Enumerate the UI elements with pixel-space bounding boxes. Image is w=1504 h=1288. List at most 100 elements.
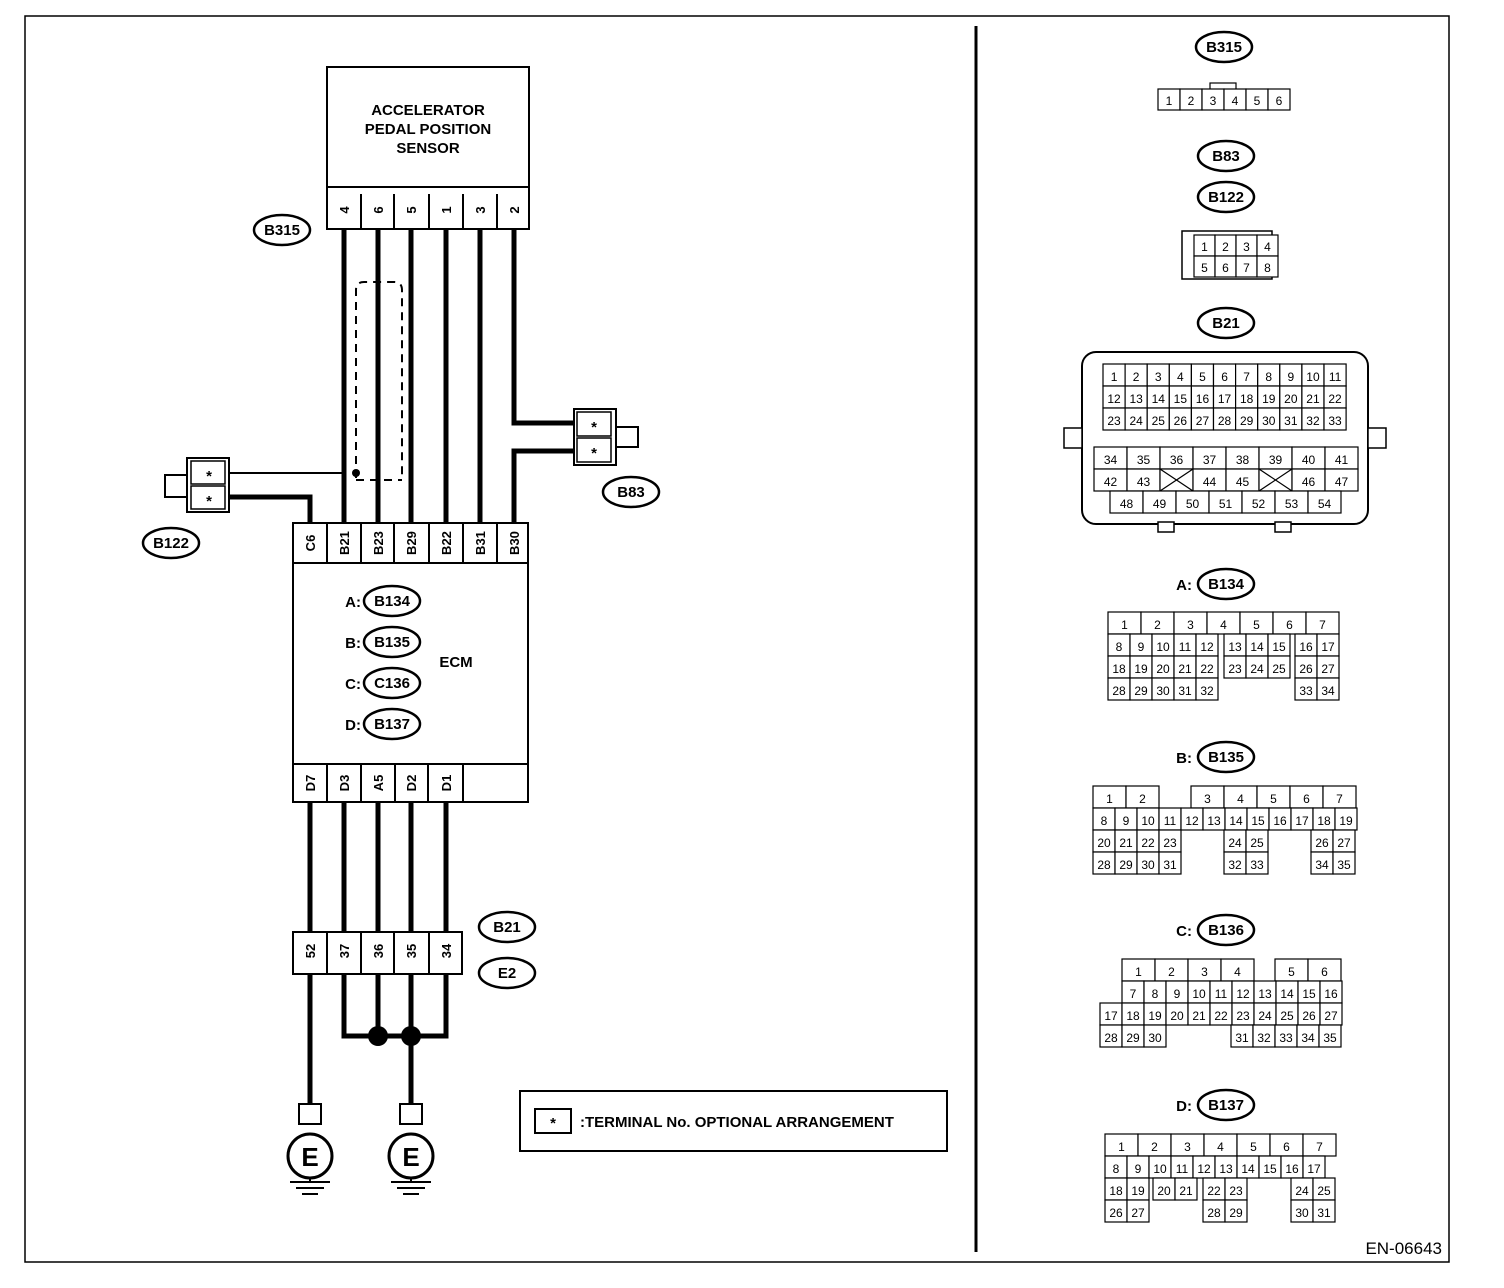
- b-pin-25: 25: [1250, 836, 1264, 850]
- b21-pin-38: 38: [1236, 453, 1250, 467]
- sensor-pin-4: 4: [337, 206, 352, 214]
- ecm-pin-d2: D2: [404, 775, 419, 792]
- b21-pin-49: 49: [1153, 497, 1167, 511]
- b-pin-2: 2: [1139, 792, 1146, 806]
- b21-pin-47: 47: [1335, 475, 1349, 489]
- c-pin-20: 20: [1170, 1009, 1184, 1023]
- b315-pin-4: 4: [1232, 94, 1239, 108]
- b21-pin-22: 22: [1328, 392, 1342, 406]
- ground-label-1: E: [301, 1142, 318, 1172]
- tag-b315: B315: [252, 213, 312, 247]
- b315-pin-5: 5: [1254, 94, 1261, 108]
- b-pin-17: 17: [1295, 814, 1309, 828]
- ecm-label: ECM: [439, 654, 472, 671]
- ecm-pin-b30: B30: [507, 531, 522, 555]
- b21-pin-23: 23: [1107, 414, 1121, 428]
- d-pin-3: 3: [1184, 1140, 1191, 1154]
- a-pin-24: 24: [1250, 662, 1264, 676]
- a-pin-26: 26: [1299, 662, 1313, 676]
- ecm-pin-d1: D1: [439, 775, 454, 792]
- b21-pin-32: 32: [1306, 414, 1320, 428]
- a-pin-20: 20: [1156, 662, 1170, 676]
- b21-pin-39: 39: [1269, 453, 1283, 467]
- d-pin-17: 17: [1307, 1162, 1321, 1176]
- b-pin-8: 8: [1101, 814, 1108, 828]
- a-pin-29: 29: [1134, 684, 1148, 698]
- shield-outline: [355, 281, 403, 481]
- d-pin-23: 23: [1229, 1184, 1243, 1198]
- b315-pin-1: 1: [1166, 94, 1173, 108]
- a-pin-14: 14: [1250, 640, 1264, 654]
- ecm-connector-c136: C136: [362, 666, 422, 700]
- panel-tag-b122-label: B122: [1208, 189, 1244, 206]
- sensor-label-line2: PEDAL POSITION: [365, 121, 491, 138]
- sensor-wires: [229, 229, 574, 523]
- b21-pin-42: 42: [1104, 475, 1118, 489]
- panel-prefix-b: B:: [1176, 750, 1192, 767]
- ecm-connector-b135-label: B135: [374, 634, 410, 651]
- b-pin-27: 27: [1337, 836, 1351, 850]
- b21-pin-35: 35: [1137, 453, 1151, 467]
- c-pin-31: 31: [1235, 1031, 1249, 1045]
- b-pin-31-cell: [1158, 851, 1182, 875]
- b21-pin-27: 27: [1196, 414, 1210, 428]
- d-pin-1: 1: [1118, 1140, 1125, 1154]
- a-pin-34-cell: [1316, 677, 1340, 701]
- c-pin-30-cell: [1143, 1024, 1167, 1048]
- c-pin-4: 4: [1234, 965, 1241, 979]
- d-pin-20: 20: [1157, 1184, 1171, 1198]
- a-pin-30: 30: [1156, 684, 1170, 698]
- panel-tag-b83-label: B83: [1212, 148, 1240, 165]
- ground-pin-37: 37: [337, 944, 352, 958]
- splice-point-1: [368, 1026, 388, 1046]
- a-pin-34: 34: [1321, 684, 1335, 698]
- connector-b122: * *: [164, 457, 230, 513]
- c-pin-9: 9: [1174, 987, 1181, 1001]
- b21-pin-8: 8: [1265, 370, 1272, 384]
- c-pin-24: 24: [1258, 1009, 1272, 1023]
- b21-pin-52: 52: [1252, 497, 1266, 511]
- b-pin-33: 33: [1250, 858, 1264, 872]
- c-pin-14: 14: [1280, 987, 1294, 1001]
- ecm-connector-b134: B134: [362, 584, 422, 618]
- b-pin-1: 1: [1106, 792, 1113, 806]
- panel-prefix-d: D:: [1176, 1098, 1192, 1115]
- panel-tag-b122: B122: [1196, 180, 1256, 214]
- shield-junction: [352, 469, 360, 477]
- d-pin-19: 19: [1131, 1184, 1145, 1198]
- b21-pin-1: 1: [1111, 370, 1118, 384]
- b21-pin-16: 16: [1196, 392, 1210, 406]
- b21-pin-36: 36: [1170, 453, 1184, 467]
- b21-pin-15: 15: [1174, 392, 1188, 406]
- c-pin-12: 12: [1236, 987, 1250, 1001]
- tag-b83: B83: [601, 475, 661, 509]
- b315-pin-3: 3: [1210, 94, 1217, 108]
- ground-pin-52: 52: [303, 944, 318, 958]
- svg-text:E2: E2: [498, 965, 516, 982]
- b-pin-16: 16: [1273, 814, 1287, 828]
- b122-pin-8: 8: [1264, 261, 1271, 275]
- panel-tag-b136: B136: [1196, 913, 1256, 947]
- ecm-connector-prefix-2: C:: [345, 676, 361, 693]
- a-pin-10: 10: [1156, 640, 1170, 654]
- a-pin-3: 3: [1187, 618, 1194, 632]
- c-pin-7: 7: [1130, 987, 1137, 1001]
- c-pin-11: 11: [1215, 987, 1228, 1001]
- b21-pin-53: 53: [1285, 497, 1299, 511]
- b-pin-9: 9: [1123, 814, 1130, 828]
- ecm-pin-c6: C6: [303, 535, 318, 552]
- panel-tag-b21-label: B21: [1212, 315, 1240, 332]
- b122-pin-2: 2: [1222, 240, 1229, 254]
- b21-pin-30: 30: [1262, 414, 1276, 428]
- b-pin-10: 10: [1141, 814, 1155, 828]
- a-pin-32: 32: [1200, 684, 1214, 698]
- sensor-pin-5: 5: [404, 206, 419, 213]
- b-pin-11: 11: [1164, 814, 1177, 828]
- c-pin-29: 29: [1126, 1031, 1140, 1045]
- b21-pin-46: 46: [1302, 475, 1316, 489]
- ecm-pin-b31: B31: [473, 531, 488, 555]
